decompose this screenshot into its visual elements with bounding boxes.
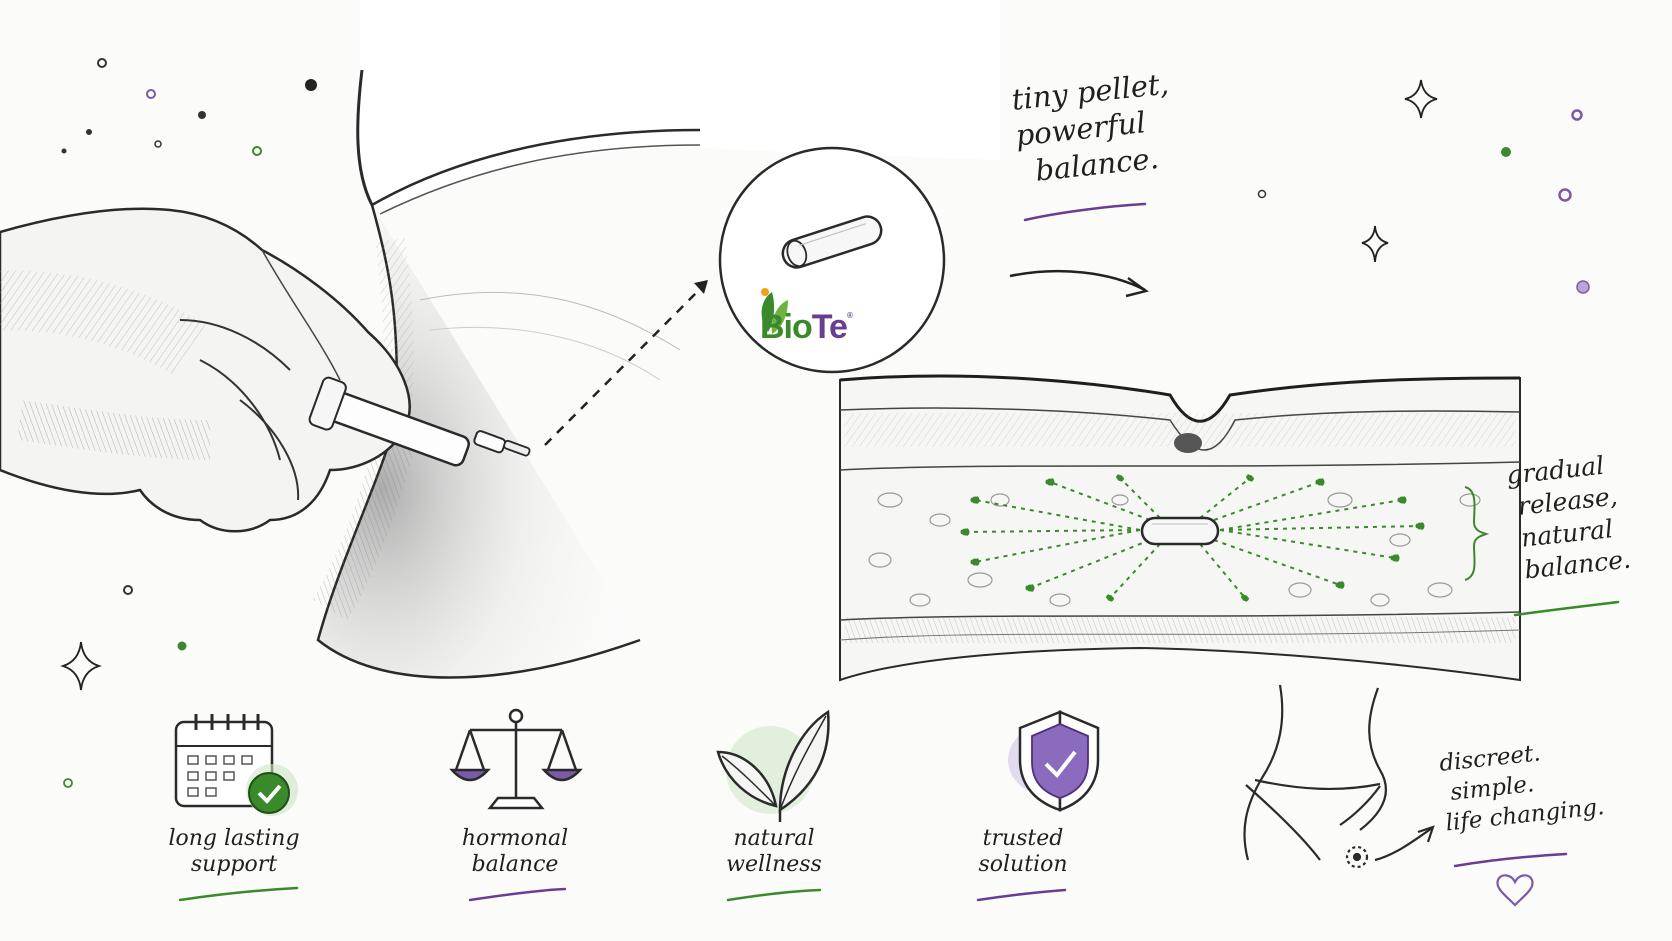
heart-icon [1496,874,1534,907]
calendar-check-icon [174,714,298,816]
skin-cross-section [839,374,1521,682]
feature-1-line-1: hormonal [461,826,569,851]
green-brace [1464,486,1490,581]
release-rays [960,474,1425,602]
dashed-pointer [544,286,703,446]
feature-2-line-1: natural [733,826,815,851]
hand-sketch [0,207,531,533]
brand-logo-part2: Te [811,308,848,346]
shield-check-icon [1008,710,1100,812]
discreet-note: discreet. simple. life changing. [1438,733,1606,839]
feature-0-line-2: support [190,852,278,878]
balance-scale-icon [449,708,583,810]
hip-sketch [1243,684,1435,869]
decorative-dots [61,58,1590,788]
arrow-icon [1009,269,1146,292]
feature-1-line-2: balance [471,852,559,878]
applicator-syringe [308,376,531,467]
underlines [178,202,1620,902]
leaves-icon [716,709,830,822]
magnifier-circle [718,146,946,374]
brand-leaf-icon [761,292,775,332]
feature-caption-hormonal: hormonal balance [420,826,610,879]
brand-logo-part1: Bio [760,308,813,346]
feature-caption-natural: natural wellness [679,826,869,879]
feature-caption-trusted: trusted solution [928,826,1118,879]
feature-caption-long-lasting: long lasting support [139,826,329,879]
headline-note: tiny pellet, powerful balance. [1010,66,1178,191]
feature-0-line-1: long lasting [168,826,300,851]
release-note: gradual release, natural balance. [1505,448,1632,587]
brand-registered-mark: ® [846,311,853,320]
feature-3-line-1: trusted [982,826,1064,851]
feature-3-line-2: solution [978,852,1068,878]
feature-2-line-2: wellness [726,852,822,878]
brand-logo: BioTe® [760,308,853,347]
sparkle-stars [59,79,1438,691]
